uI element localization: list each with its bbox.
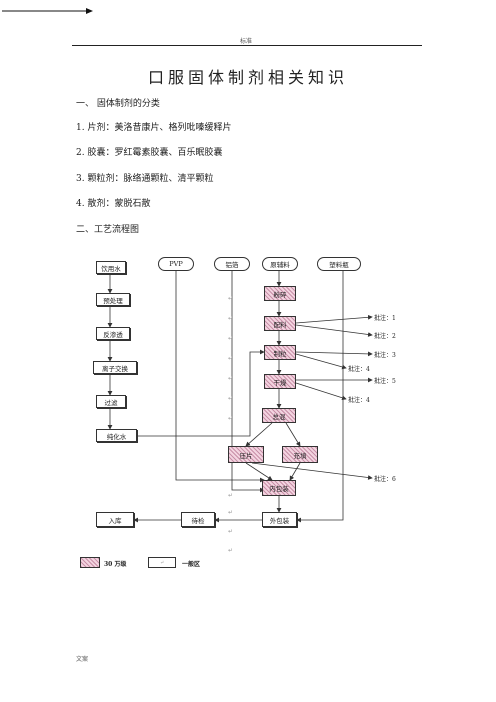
legend-label-clean-area: 30 万级 [104, 561, 127, 568]
flow-node-drinking-water: 饮用水 [96, 261, 126, 274]
annotation-label: 批注：2 [374, 333, 396, 340]
flow-node-aluminum-foil: 铝箔 [214, 257, 250, 271]
page-footer: 文案 [76, 656, 89, 663]
list-item: 2. 胶囊：罗红霉素胶囊、百乐眠胶囊 [76, 148, 223, 158]
annotation-label: 批注：3 [374, 352, 396, 359]
flow-node-drying: 干燥 [264, 374, 296, 389]
flow-node-storage: 入库 [96, 512, 134, 527]
flow-node-granulation: 制粒 [264, 345, 296, 360]
svg-text:↵: ↵ [228, 528, 233, 535]
flow-node-inner-packaging: 内包装 [262, 480, 296, 496]
flow-node-purified-water: 纯化水 [96, 429, 137, 442]
svg-text:↵: ↵ [228, 395, 233, 402]
svg-text:↵: ↵ [228, 335, 233, 342]
flow-node-reverse-osmosis: 反渗透 [96, 327, 130, 340]
legend-swatch-clean-area [80, 557, 100, 568]
legend-label-general-area: 一般区 [182, 561, 201, 568]
svg-text:↵: ↵ [228, 355, 233, 362]
legend-swatch-general-area: ↵ [148, 557, 176, 568]
annotation-label: 批注：6 [374, 476, 396, 483]
flow-node-inspection: 待检 [181, 512, 215, 527]
flow-node-plastic-bottle: 塑料瓶 [317, 257, 361, 271]
flow-node-raw-materials: 原辅料 [262, 257, 298, 271]
svg-text:↵: ↵ [228, 295, 233, 302]
svg-text:↵: ↵ [228, 492, 233, 499]
flow-node-pvp: PVP [158, 257, 194, 271]
list-item: 4. 散剂：蒙脱石散 [76, 199, 151, 209]
flow-node-mixing: 总混 [262, 408, 296, 423]
flow-node-crushing: 粉碎 [264, 286, 296, 301]
svg-text:↵: ↵ [228, 415, 233, 422]
flow-node-weighing: 配料 [264, 316, 296, 331]
flow-node-tableting: 压片 [228, 446, 264, 463]
annotation-label: 批注：5 [374, 378, 396, 385]
flow-node-outer-packaging: 外包装 [262, 512, 297, 527]
classification-heading: 一、 固体制剂的分类 [76, 99, 160, 109]
svg-text:↵: ↵ [228, 375, 233, 382]
header-rule [72, 45, 422, 46]
flow-node-ion-exchange: 离子交换 [93, 361, 137, 374]
flow-node-pretreatment: 预处理 [96, 293, 130, 306]
annotation-label: 批注：1 [374, 315, 396, 322]
svg-text:↵: ↵ [228, 315, 233, 322]
top-arrow [2, 8, 93, 14]
flow-node-filtration: 过滤 [96, 395, 126, 408]
process-heading: 二、工艺流程图 [76, 225, 140, 235]
annotation-label: 批注：4 [348, 366, 370, 373]
page-header: 标准 [240, 38, 253, 45]
annotation-label: 批注：4 [348, 397, 370, 404]
flow-node-capsule-filling: 充填 [282, 446, 318, 463]
svg-text:↵: ↵ [228, 547, 233, 554]
list-item: 3. 颗粒剂：脉络通颗粒、清平颗粒 [76, 174, 214, 184]
svg-text:↵: ↵ [228, 509, 233, 516]
list-item: 1. 片剂：美洛昔康片、格列吡嗪缓释片 [76, 123, 232, 133]
page-title: 口服固体制剂相关知识 [148, 68, 349, 87]
